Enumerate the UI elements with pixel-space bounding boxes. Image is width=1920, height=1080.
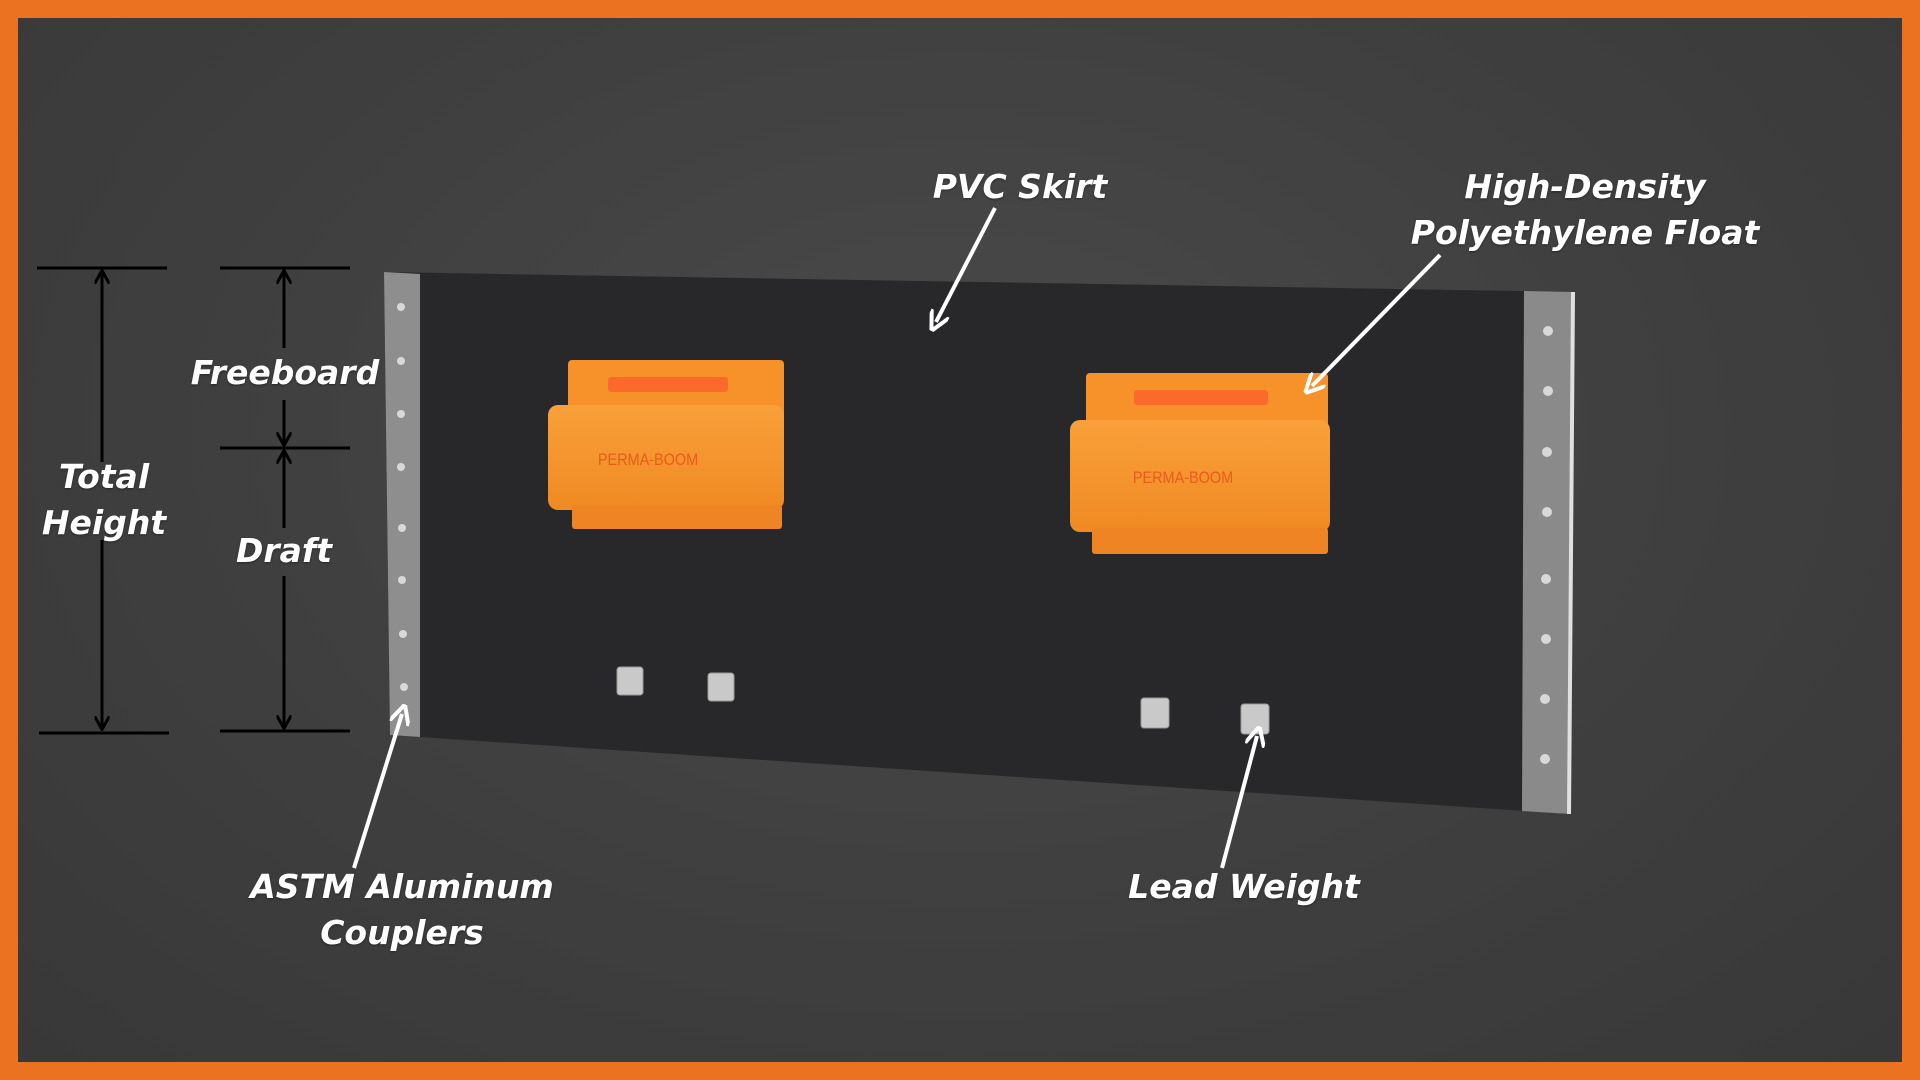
label-couplers-line2: Couplers — [320, 913, 484, 952]
right-coupler — [1522, 291, 1574, 814]
float-brand-left: PERMA-BOOM — [597, 450, 699, 469]
float-brand-right: PERMA-BOOM — [1132, 468, 1234, 487]
float-left — [548, 360, 784, 529]
pvc-skirt — [384, 272, 1574, 814]
label-float-line2: Polyethylene Float — [1410, 213, 1760, 252]
left-coupler — [384, 272, 420, 737]
diagram-canvas: PERMA-BOOM PERMA-BOOM PVC Skirt High-Den… — [18, 18, 1902, 1062]
float-right — [1070, 373, 1330, 554]
coupler-bolts — [397, 303, 1553, 764]
label-lead-weight: Lead Weight — [1128, 867, 1360, 906]
dimension-lines — [37, 266, 350, 735]
label-couplers-line1: ASTM Aluminum — [250, 867, 554, 906]
label-pvc-skirt: PVC Skirt — [932, 167, 1108, 206]
label-total-height-line1: Total — [58, 457, 150, 496]
label-total-height-line2: Height — [41, 503, 167, 542]
callout-arrows — [352, 207, 1442, 869]
boom-illustration — [37, 207, 1575, 869]
label-freeboard: Freeboard — [190, 353, 380, 392]
label-float-line1: High-Density — [1464, 167, 1706, 206]
label-draft: Draft — [235, 531, 333, 570]
